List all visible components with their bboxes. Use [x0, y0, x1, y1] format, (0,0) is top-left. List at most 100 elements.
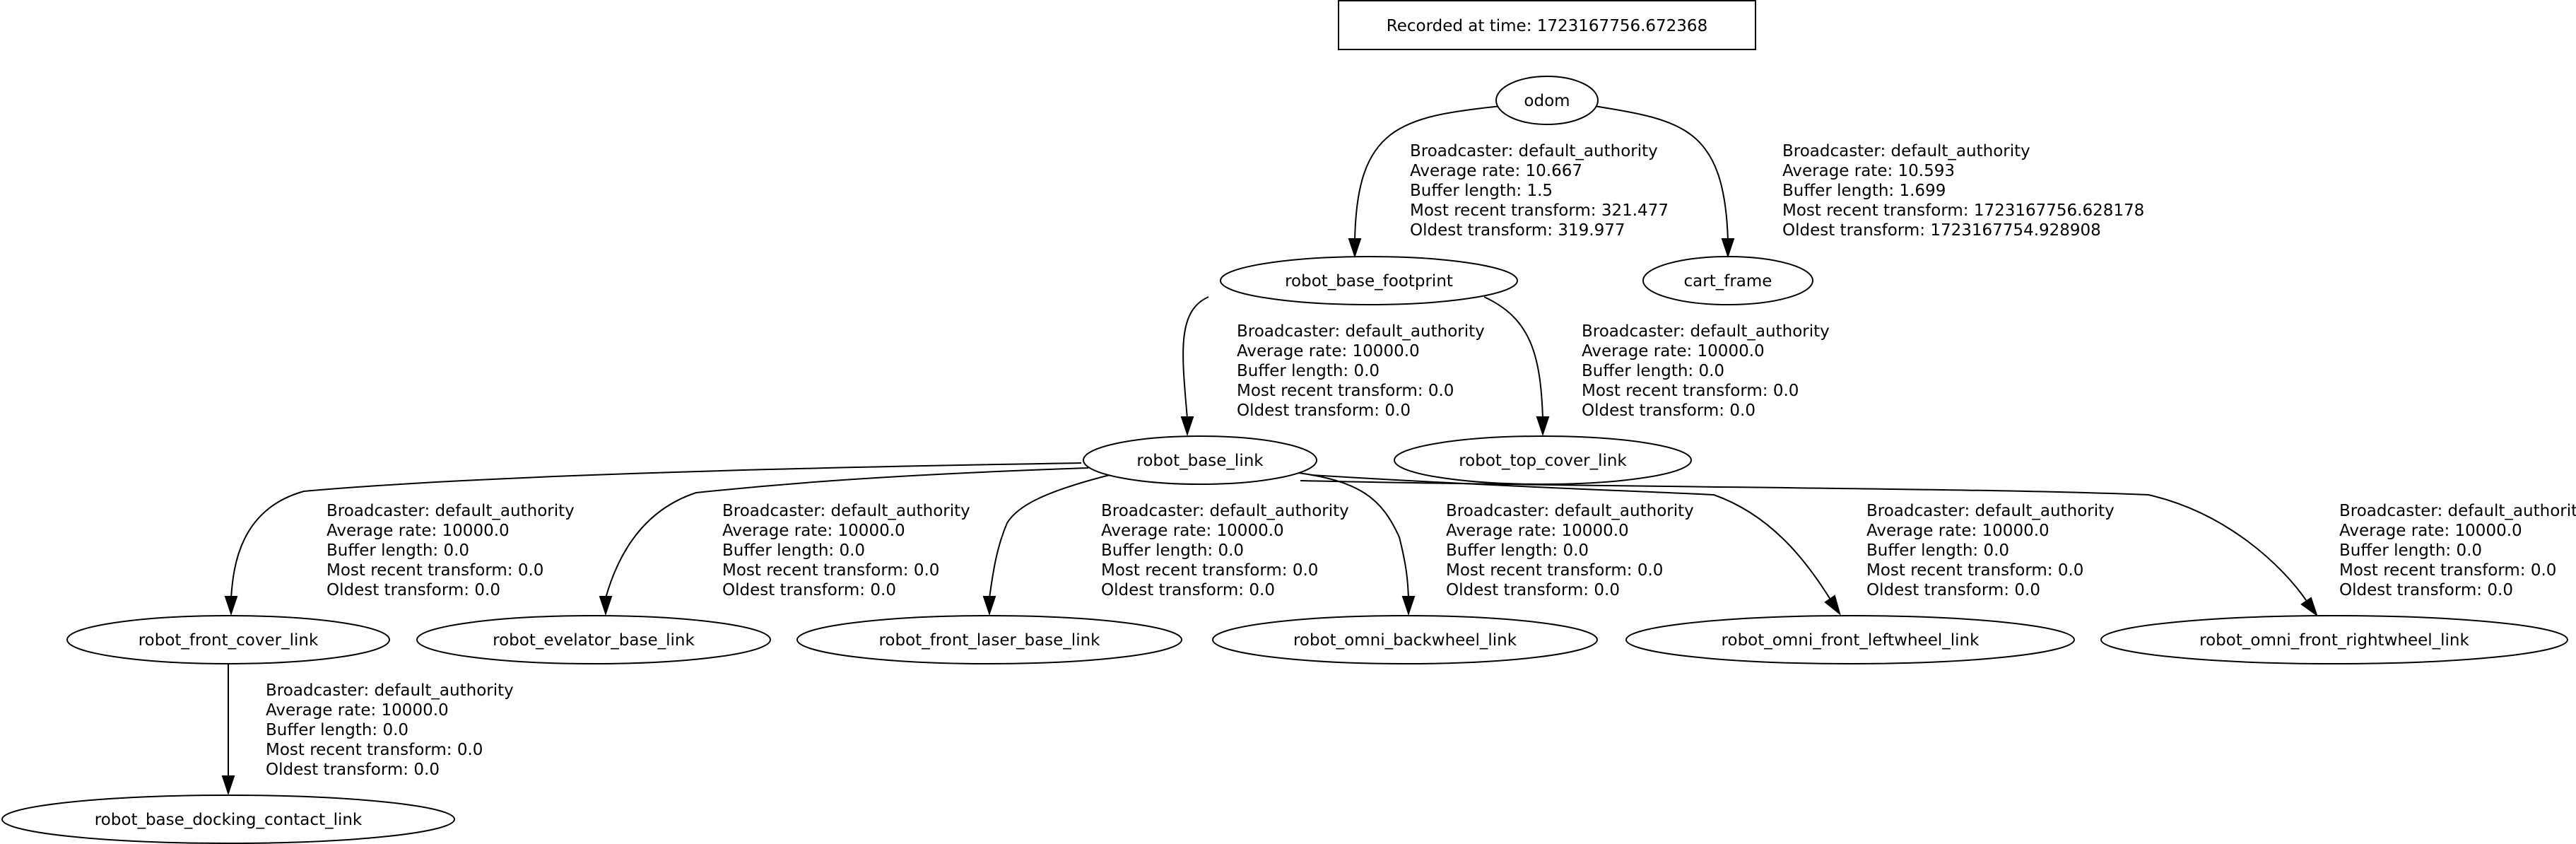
edge-label-most-recent: Most recent transform: 0.0 [266, 741, 483, 759]
node-robot-omni-front-leftwheel-link[interactable]: robot_omni_front_leftwheel_link [1625, 615, 2075, 664]
edge-label-average-rate: Average rate: 10.593 [1782, 162, 1955, 180]
edge-footprint-to-base [1182, 296, 1209, 419]
node-robot-omni-backwheel-link[interactable]: robot_omni_backwheel_link [1212, 615, 1598, 664]
edge-label-broadcaster: Broadcaster: default_authority [722, 502, 970, 520]
node-robot-base-footprint[interactable]: robot_base_footprint [1220, 256, 1518, 305]
edge-label-broadcaster: Broadcaster: default_authority [327, 502, 575, 520]
node-robot-omni-front-rightwheel-link[interactable]: robot_omni_front_rightwheel_link [2100, 615, 2568, 664]
edge-label-base-to-front-cover: Broadcaster: default_authority Average r… [327, 502, 575, 599]
edge-label-most-recent: Most recent transform: 0.0 [1237, 382, 1454, 400]
edge-label-buffer-length: Buffer length: 0.0 [2339, 541, 2482, 560]
edge-label-odom-to-footprint: Broadcaster: default_authority Average r… [1410, 142, 1669, 240]
edge-label-base-to-evelator: Broadcaster: default_authority Average r… [722, 502, 970, 599]
arrowhead-front-laser [982, 596, 996, 616]
edge-label-buffer-length: Buffer length: 1.699 [1782, 182, 1946, 200]
edge-base-to-front-laser [989, 474, 1110, 599]
edge-label-base-to-rightwheel: Broadcaster: default_authority Average r… [2339, 502, 2576, 599]
edge-label-most-recent: Most recent transform: 0.0 [1866, 561, 2083, 580]
edge-label-broadcaster: Broadcaster: default_authority [1101, 502, 1349, 520]
edge-label-oldest: Oldest transform: 0.0 [266, 761, 440, 779]
edge-label-most-recent: Most recent transform: 321.477 [1410, 201, 1669, 220]
edge-label-most-recent: Most recent transform: 1723167756.628178 [1782, 201, 2144, 220]
node-robot-evelator-base-link[interactable]: robot_evelator_base_link [416, 615, 771, 664]
edge-label-broadcaster: Broadcaster: default_authority [266, 681, 514, 700]
edge-label-buffer-length: Buffer length: 0.0 [1101, 541, 1244, 560]
node-label-cart-frame: cart_frame [1684, 272, 1772, 291]
edge-label-most-recent: Most recent transform: 0.0 [1446, 561, 1663, 580]
recorded-time-label: Recorded at time: 1723167756.672368 [1387, 17, 1707, 35]
edge-label-average-rate: Average rate: 10000.0 [1101, 522, 1284, 540]
edge-label-oldest: Oldest transform: 0.0 [1101, 581, 1275, 599]
edge-label-footprint-to-base: Broadcaster: default_authority Average r… [1237, 322, 1485, 420]
arrowhead-evelator [599, 596, 613, 616]
edge-label-most-recent: Most recent transform: 0.0 [1101, 561, 1318, 580]
node-cart-frame[interactable]: cart_frame [1642, 256, 1813, 305]
edge-label-oldest: Oldest transform: 0.0 [1866, 581, 2040, 599]
edge-label-buffer-length: Buffer length: 1.5 [1410, 182, 1553, 200]
edge-label-average-rate: Average rate: 10000.0 [1866, 522, 2049, 540]
node-robot-base-docking-contact-link[interactable]: robot_base_docking_contact_link [1, 795, 455, 844]
node-label-robot-front-cover-link: robot_front_cover_link [139, 631, 319, 650]
edge-label-average-rate: Average rate: 10000.0 [327, 522, 510, 540]
node-odom[interactable]: odom [1495, 76, 1599, 125]
edge-odom-to-cart [1594, 105, 1729, 241]
arrowhead-backwheel [1401, 596, 1416, 616]
edge-label-most-recent: Most recent transform: 0.0 [2339, 561, 2556, 580]
node-label-robot-omni-backwheel-link: robot_omni_backwheel_link [1293, 631, 1517, 650]
edge-label-average-rate: Average rate: 10000.0 [722, 522, 905, 540]
node-label-robot-evelator-base-link: robot_evelator_base_link [493, 631, 695, 650]
edge-label-broadcaster: Broadcaster: default_authority [1446, 502, 1694, 520]
edge-label-average-rate: Average rate: 10.667 [1410, 162, 1582, 180]
edge-label-broadcaster: Broadcaster: default_authority [1410, 142, 1658, 160]
edge-label-buffer-length: Buffer length: 0.0 [266, 721, 408, 739]
edge-label-most-recent: Most recent transform: 0.0 [722, 561, 939, 580]
node-label-robot-omni-front-leftwheel-link: robot_omni_front_leftwheel_link [1722, 631, 1980, 650]
edge-label-oldest: Oldest transform: 0.0 [722, 581, 896, 599]
node-robot-top-cover-link[interactable]: robot_top_cover_link [1394, 435, 1692, 485]
node-label-robot-front-laser-base-link: robot_front_laser_base_link [878, 631, 1100, 650]
node-label-robot-top-cover-link: robot_top_cover_link [1459, 452, 1627, 470]
arrowhead-leftwheel [1824, 594, 1841, 616]
arrowhead-base [1180, 416, 1194, 437]
arrowhead-rightwheel [2300, 597, 2318, 617]
edge-label-buffer-length: Buffer length: 0.0 [1582, 362, 1724, 380]
edge-label-oldest: Oldest transform: 0.0 [1237, 402, 1411, 420]
edge-label-front-cover-to-docking: Broadcaster: default_authority Average r… [266, 681, 514, 779]
edge-label-broadcaster: Broadcaster: default_authority [1582, 322, 1830, 341]
node-label-robot-base-docking-contact-link: robot_base_docking_contact_link [95, 811, 363, 829]
edge-label-average-rate: Average rate: 10000.0 [1582, 342, 1765, 361]
node-robot-front-cover-link[interactable]: robot_front_cover_link [66, 615, 390, 664]
edge-label-broadcaster: Broadcaster: default_authority [1782, 142, 2030, 160]
edge-labels-layer: Broadcaster: default_authority Average r… [266, 142, 2576, 779]
arrowhead-top-cover [1536, 416, 1550, 437]
nodes-layer: odom robot_base_footprint cart_frame rob… [1, 76, 2568, 844]
edge-label-footprint-to-top-cover: Broadcaster: default_authority Average r… [1582, 322, 1830, 420]
edges-layer [221, 105, 2318, 796]
arrowhead-front-cover [224, 596, 238, 616]
node-robot-front-laser-base-link[interactable]: robot_front_laser_base_link [796, 615, 1182, 664]
edge-label-oldest: Oldest transform: 319.977 [1410, 221, 1625, 240]
edge-label-base-to-leftwheel: Broadcaster: default_authority Average r… [1866, 502, 2115, 599]
recorded-time-frame [1338, 0, 1756, 50]
node-label-robot-base-footprint: robot_base_footprint [1285, 272, 1453, 291]
edge-label-average-rate: Average rate: 10000.0 [266, 701, 449, 720]
node-label-robot-base-link: robot_base_link [1136, 452, 1264, 470]
edge-odom-to-footprint [1354, 105, 1502, 241]
edge-label-most-recent: Most recent transform: 0.0 [1582, 382, 1799, 400]
edge-label-oldest: Oldest transform: 0.0 [327, 581, 500, 599]
edge-footprint-to-top-cover [1483, 296, 1543, 419]
edge-label-oldest: Oldest transform: 0.0 [2339, 581, 2513, 599]
edge-label-average-rate: Average rate: 10000.0 [1237, 342, 1420, 361]
edge-label-buffer-length: Buffer length: 0.0 [1237, 362, 1380, 380]
node-label-robot-omni-front-rightwheel-link: robot_omni_front_rightwheel_link [2199, 631, 2469, 650]
node-robot-base-link[interactable]: robot_base_link [1083, 435, 1317, 485]
edge-label-oldest: Oldest transform: 0.0 [1582, 402, 1755, 420]
edge-label-buffer-length: Buffer length: 0.0 [327, 541, 469, 560]
edge-label-buffer-length: Buffer length: 0.0 [1866, 541, 2009, 560]
edge-base-to-front-cover [230, 462, 1082, 599]
edge-label-oldest: Oldest transform: 0.0 [1446, 581, 1620, 599]
edge-label-base-to-backwheel: Broadcaster: default_authority Average r… [1446, 502, 1694, 599]
edge-label-buffer-length: Buffer length: 0.0 [1446, 541, 1589, 560]
edge-label-odom-to-cart: Broadcaster: default_authority Average r… [1782, 142, 2144, 240]
